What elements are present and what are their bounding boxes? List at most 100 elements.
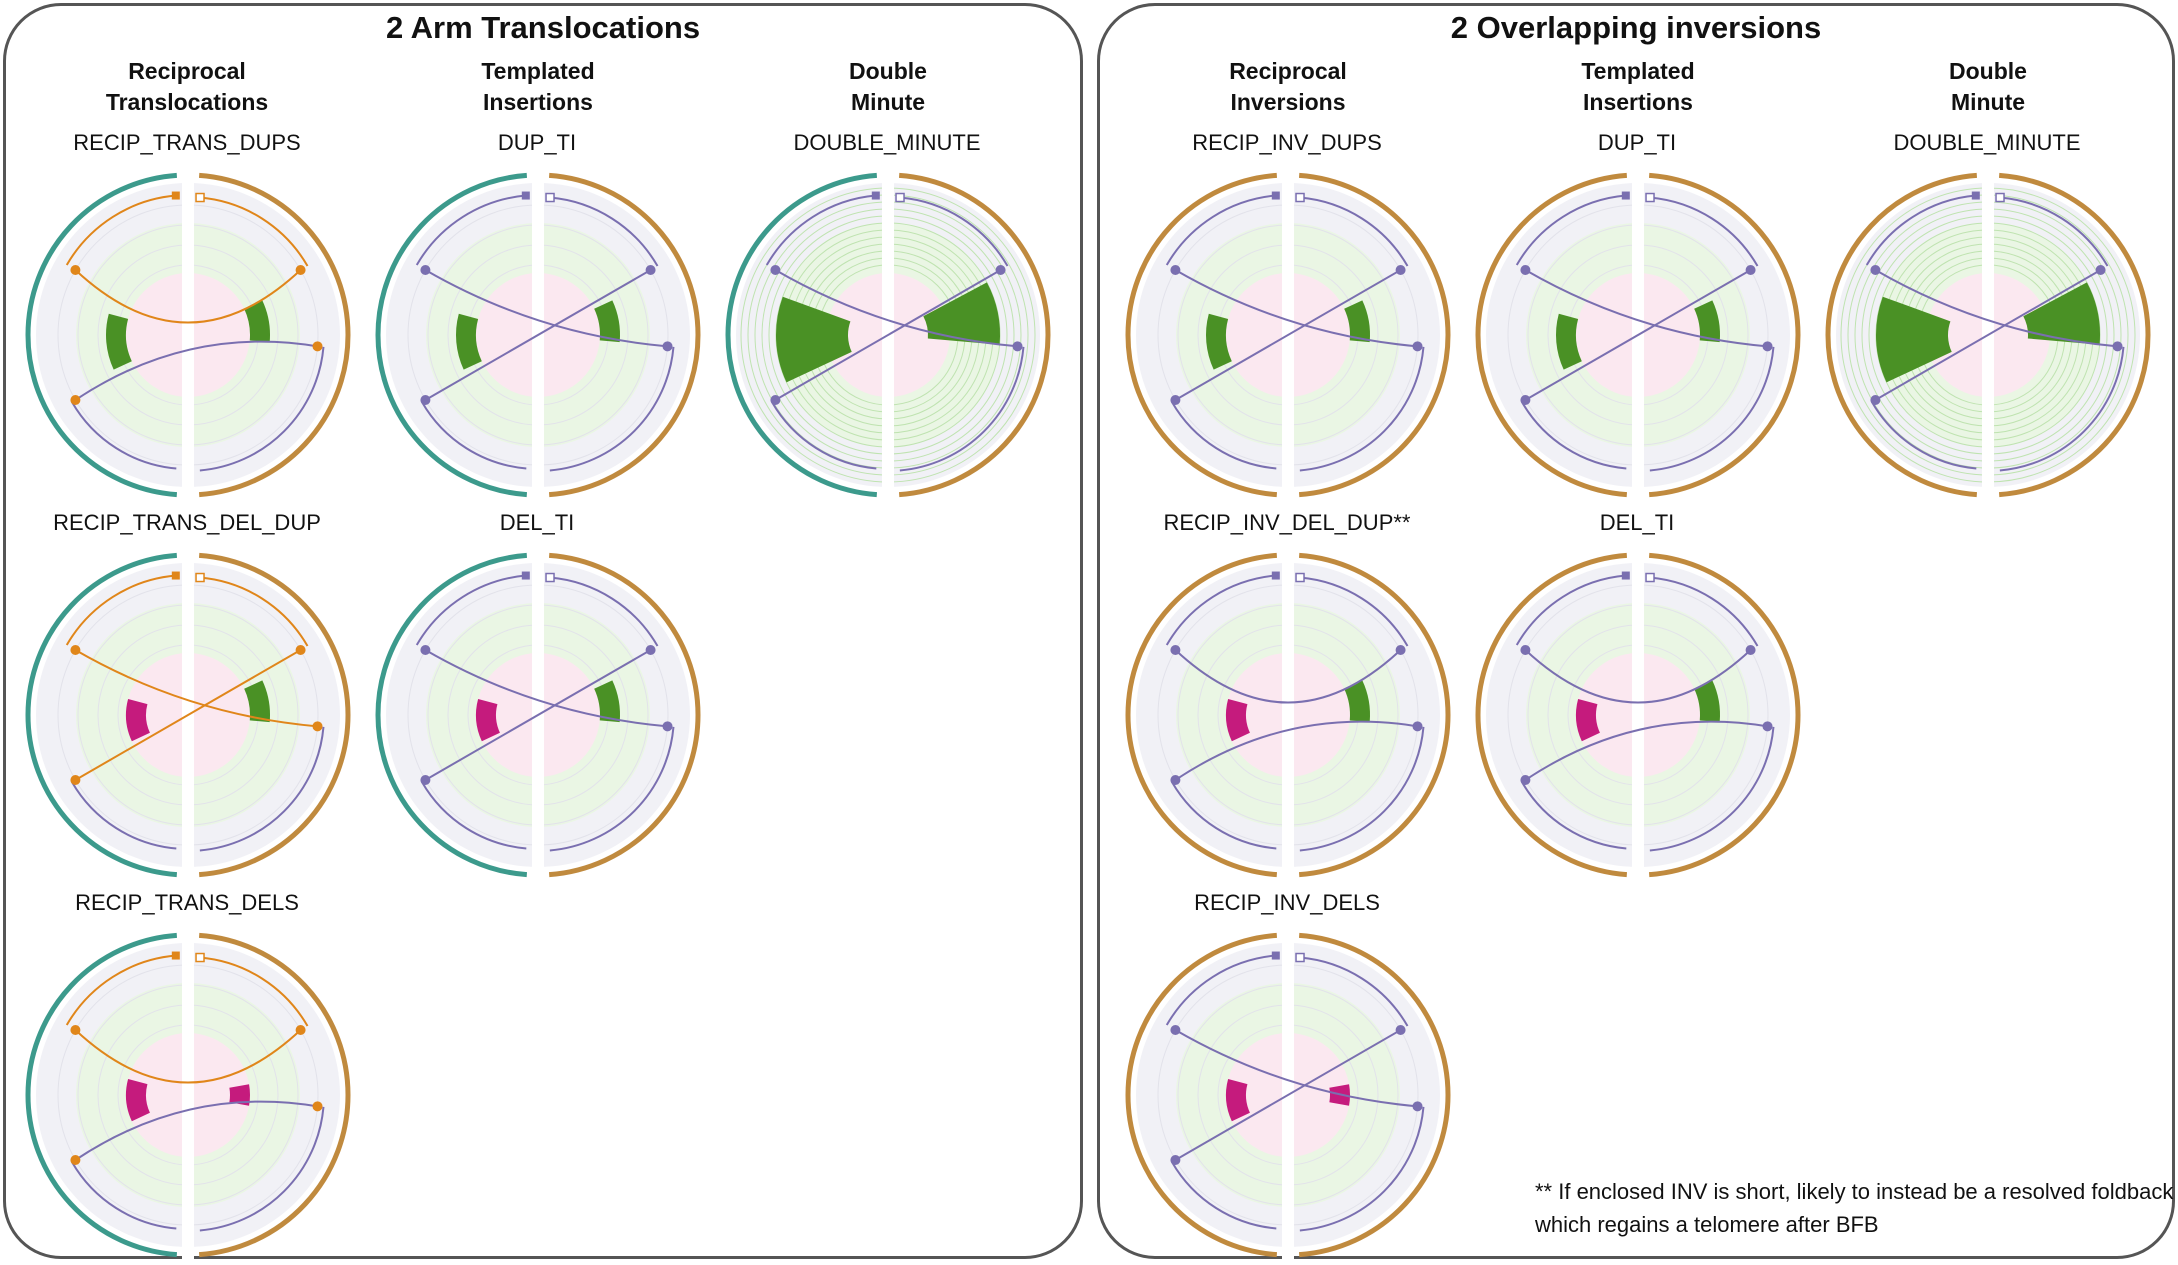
sv-path-arc [65,574,176,646]
footnote: ** If enclosed INV is short, likely to i… [1535,1179,2174,1237]
breakend-dot [295,1025,306,1035]
breakend-dot [2095,265,2106,275]
breakend-dot [312,1101,323,1112]
sv-link [74,1029,302,1084]
sv-path-arc [421,401,527,470]
telomere-marker [171,571,180,580]
breakend-dot [770,395,781,405]
chromosome-arc-right [1298,932,1451,1258]
chromosome-arc-left [375,172,528,498]
sv-path-arc [1649,726,1775,852]
sv-path-arc [1521,401,1627,470]
breakend-dot [295,645,306,655]
sv-path-arc [1299,1106,1425,1232]
breakend-dot [1395,645,1406,655]
chromosome-arc-right [1648,172,1801,498]
panel-2-overlapping-inversions: 2 Overlapping inversions [1097,3,2175,1259]
sv-link [424,269,668,348]
telomere-marker [1621,571,1630,580]
chromosome-arc-right [548,172,701,498]
centromere-marker [545,572,555,583]
chromosome-arc-left [25,932,178,1258]
dup-segment [244,300,270,343]
sv-link [1174,1029,1418,1108]
sv-path-arc [1515,574,1626,646]
sv-path-arc [1649,196,1759,267]
chromosome-arc-right [198,552,351,878]
sv-path-arc [549,726,675,852]
centromere-marker [195,572,205,583]
sv-path-arc [1165,574,1276,646]
telomere-marker [871,191,880,200]
breakend-dot [312,341,323,352]
sv-path-arc [1999,346,2125,472]
sv-path-arc [71,781,177,850]
sv-path-arc [771,401,877,470]
diagram-label: DEL_TI [1599,510,1675,535]
chromosome-arc-right [898,172,1051,498]
column-header: Reciprocal Inversions [1229,58,1347,115]
breakend-dot [70,265,81,275]
dup-segment [106,313,132,370]
chromosome-gap [182,925,194,1265]
breakend-dot [1520,395,1531,405]
breakend-dot [662,721,673,732]
sv-link [1174,1029,1402,1161]
sv-path-arc [549,576,659,647]
sv-path-arc [1649,346,1775,472]
sv-link [1174,269,1418,348]
circos-diagram [375,165,701,505]
chromosome-arc-left [1475,552,1628,878]
chromosome-arc-left [1825,172,1978,498]
breakend-dot [662,341,673,352]
dup-segment [776,296,852,383]
sv-link [1524,269,1752,401]
centromere-marker [1295,192,1305,203]
diagram-label: DUP_TI [1597,130,1677,155]
diagram-label: RECIP_TRANS_DELS [75,890,299,915]
sv-path-arc [1649,576,1759,647]
breakend-dot [1412,341,1423,352]
sv-path-arc [199,1106,325,1232]
chromosome-arc-left [375,552,528,878]
chromosome-arc-right [1998,172,2151,498]
sv-path-arc [71,1161,177,1230]
sv-link [424,269,652,401]
breakend-dot [420,645,431,655]
centromere-marker [1995,192,2005,203]
sv-link [1524,720,1768,781]
sv-path-arc [415,194,526,266]
chromosome-arc-left [1125,552,1278,878]
column-header: Double Minute [1949,58,2027,115]
sv-path-arc [1515,194,1626,266]
telomere-marker [1621,191,1630,200]
del-segment [1226,698,1250,742]
sv-path-arc [1521,781,1627,850]
breakend-dot [1012,341,1023,352]
dup-segment [456,313,482,370]
diagram-label: DEL_TI [499,510,575,535]
chromosome-arc-right [198,172,351,498]
sv-link [1874,269,2102,401]
sv-link [74,269,302,324]
breakend-dot [1520,775,1531,785]
sv-path-arc [199,726,325,852]
column-header: Reciprocal Translocations [105,58,269,115]
chromosome-arc-left [1125,932,1278,1258]
chromosome-arc-right [1298,172,1451,498]
dup-segment [2023,282,2100,345]
diagram-label: DOUBLE_MINUTE [1893,130,2081,155]
centromere-marker [1645,572,1655,583]
chromosome-gap [182,165,194,505]
diagram-label: RECIP_TRANS_DUPS [73,130,301,155]
telomere-marker [1971,191,1980,200]
dup-segment [1876,296,1952,383]
breakend-dot [1170,775,1181,785]
sv-link [1874,269,2118,348]
sv-link [774,269,1018,348]
breakend-dot [645,645,656,655]
centromere-marker [1645,192,1655,203]
circos-diagram [25,925,351,1265]
diagram-label: RECIP_INV_DUPS [1192,130,1382,155]
sv-link [774,269,1002,401]
